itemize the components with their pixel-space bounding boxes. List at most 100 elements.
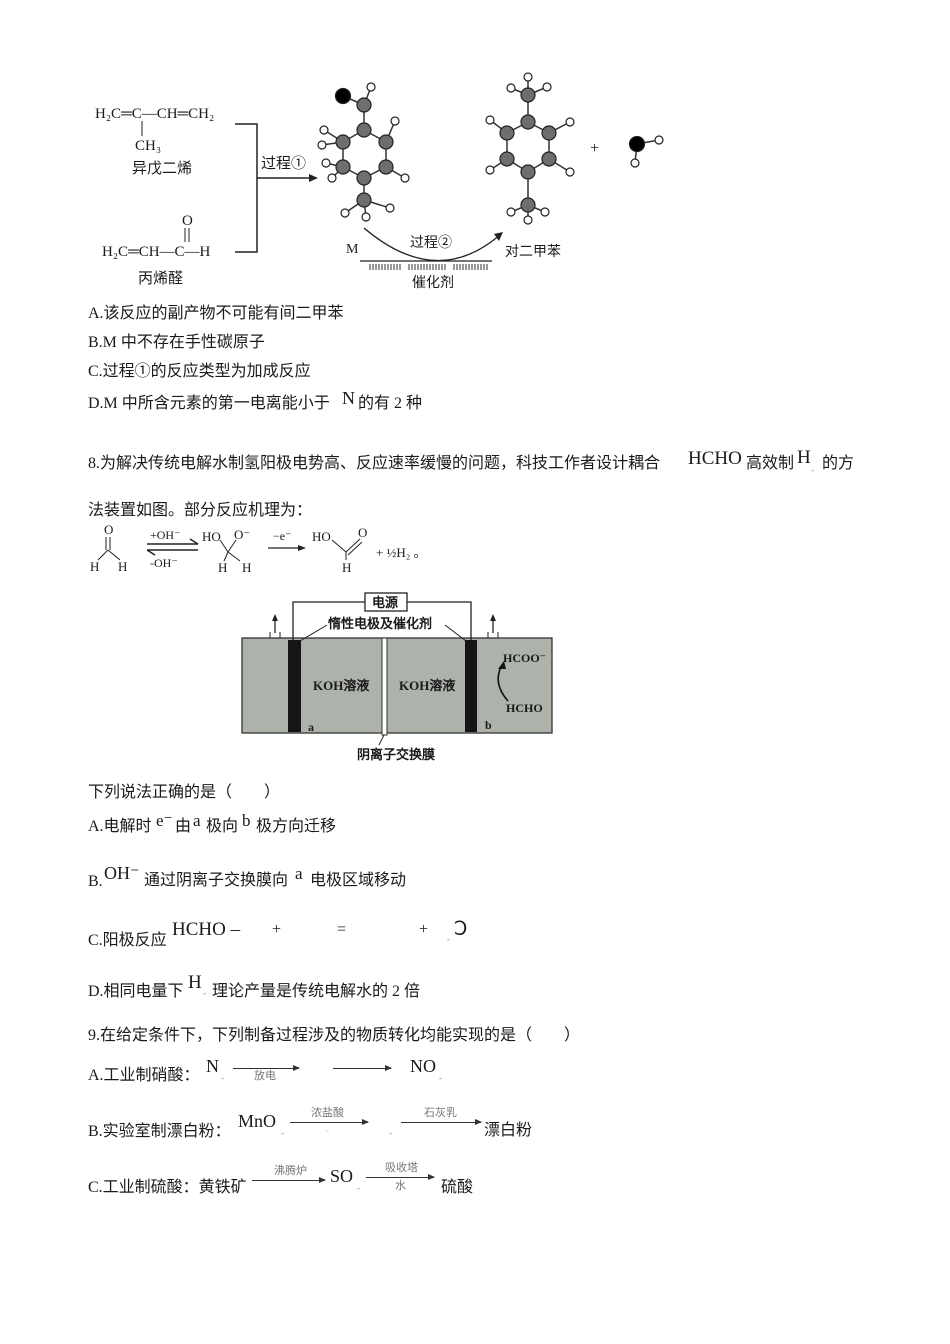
text: 极向	[206, 818, 239, 835]
electrode-b-label: b	[485, 718, 492, 732]
p-xylene-model	[485, 72, 575, 225]
carbon-atom	[520, 164, 536, 180]
atom: O	[358, 525, 367, 540]
text: 理论产量是传统电解水的 2 倍	[212, 983, 421, 1000]
reaction-arrow	[290, 1119, 369, 1125]
formula: N	[206, 1056, 219, 1076]
carbon-atom	[499, 151, 515, 167]
hydrogen-atom	[327, 173, 337, 183]
oxygen-atom	[334, 87, 352, 105]
product-name: 对二甲苯	[505, 243, 561, 260]
atom: H	[342, 560, 351, 575]
equals-sign: =	[337, 921, 347, 938]
molecule-m-model	[317, 82, 410, 222]
atom: H	[218, 560, 227, 575]
condition-label: 石灰乳	[424, 1107, 457, 1119]
text: C.工业制硫酸：黄铁矿	[88, 1179, 247, 1196]
hydrogen-atom	[523, 72, 533, 82]
formula: MnO	[238, 1111, 277, 1131]
reaction-arrow	[333, 1065, 392, 1071]
subscript: -	[281, 1128, 284, 1138]
hydrogen-atom	[366, 82, 376, 92]
text: C.阳极反应	[88, 932, 167, 949]
hydrogen-atom	[506, 207, 516, 217]
electrode-symbol: b	[242, 811, 251, 830]
plus-sign: +	[419, 921, 429, 938]
text: B.	[88, 873, 103, 890]
power-source	[364, 592, 408, 612]
acrolein-oxygen: O	[182, 213, 193, 229]
hydrogen-atom	[565, 117, 575, 127]
isoprene-formula: H₂C═C—CH═CH₂	[95, 106, 214, 122]
atom: H	[90, 559, 99, 574]
carbon-atom	[356, 122, 372, 138]
subscript: -	[389, 1128, 392, 1138]
hydrogen-atom	[654, 135, 664, 145]
electrode-b	[465, 640, 477, 732]
atom: HO	[312, 529, 331, 544]
subscript: -	[203, 988, 206, 998]
subscript: -	[221, 1073, 224, 1083]
electrode-symbol: a	[295, 864, 303, 883]
stem-text: 高效制	[746, 455, 795, 472]
reaction-arrow	[233, 1065, 300, 1071]
hydrogen-atom	[565, 167, 575, 177]
subscript: -	[447, 934, 450, 944]
power-label: 电源	[372, 595, 398, 610]
q7-option-a: A.该反应的副产物不可能有间二甲苯	[88, 305, 344, 322]
carbon-atom	[520, 197, 536, 213]
hydrogen-atom	[385, 203, 395, 213]
isoprene-structure: H₂C═C—CH═CH₂ CH₃ 异戊二烯	[95, 106, 214, 177]
text: D.M 中所含元素的第一电离能小于	[88, 395, 330, 412]
isoprene-name: 异戊二烯	[132, 160, 192, 177]
condition-label: 浓盐酸	[311, 1107, 344, 1119]
oxygen-atom	[628, 135, 646, 153]
carbon-atom	[520, 87, 536, 103]
formula-h: H	[188, 972, 202, 993]
condition-label: 放电	[254, 1070, 276, 1082]
q8-prompt: 下列说法正确的是（ ）	[88, 784, 281, 801]
minus-e-label: −e⁻	[273, 529, 291, 543]
solution-left: KOH溶液	[313, 678, 369, 693]
hydrogen-atom	[340, 208, 350, 218]
acrolein-formula: H₂C═CH—C—H	[102, 244, 211, 260]
hydrogen-atom	[321, 158, 331, 168]
process2-arrow	[363, 227, 502, 262]
reaction-arrow	[252, 1177, 326, 1183]
product: 漂白粉	[484, 1122, 533, 1139]
plus-sign: +	[590, 140, 599, 157]
catalyst-label: 催化剂	[412, 275, 454, 291]
wire	[292, 601, 365, 640]
condition-label: 沸腾炉	[274, 1165, 307, 1177]
wire	[407, 601, 472, 640]
hydrogen-atom	[319, 125, 329, 135]
carbon-atom	[335, 134, 351, 150]
formula: SO	[330, 1166, 354, 1186]
carbon-atom	[378, 134, 394, 150]
bracket	[235, 123, 258, 253]
electrode-a	[288, 640, 301, 732]
membrane-label: 阴离子交换膜	[357, 747, 435, 762]
carbon-atom	[356, 97, 372, 113]
text: B.实验室制漂白粉：	[88, 1123, 231, 1140]
hydrogen-atom	[630, 158, 640, 168]
electrolysis-cell-diagram: 电源 惰性电极及催化剂 KOH溶液 KOH溶液 a b HCOO⁻ HCHO 阴…	[241, 592, 553, 762]
q7-reaction-figure: H₂C═C—CH═CH₂ CH₃ 异戊二烯 O H₂C═CH—C—H 丙烯醛 过…	[95, 72, 664, 291]
text: 极方向迁移	[256, 818, 337, 835]
hydrogen-atom	[317, 140, 327, 150]
product: 硫酸	[441, 1179, 474, 1196]
m-label: M	[346, 242, 359, 257]
formula: NO	[410, 1056, 436, 1076]
hydrogen-atom	[400, 173, 410, 183]
acrolein-name: 丙烯醛	[138, 270, 183, 287]
text: 由	[175, 818, 192, 835]
condition-label: ᵕ	[326, 1126, 329, 1136]
carbon-atom	[356, 170, 372, 186]
q9-stem: 9.在给定条件下，下列制备过程涉及的物质转化均能实现的是（ ）	[88, 1027, 581, 1044]
text: A.工业制硝酸：	[88, 1067, 200, 1084]
electron-symbol: e⁻	[156, 811, 173, 830]
formula-hcho: HCHO	[688, 448, 742, 469]
hydroxide-formula: OH⁻	[104, 863, 140, 883]
atom: H	[118, 559, 127, 574]
text: 的有 2 种	[358, 395, 423, 412]
